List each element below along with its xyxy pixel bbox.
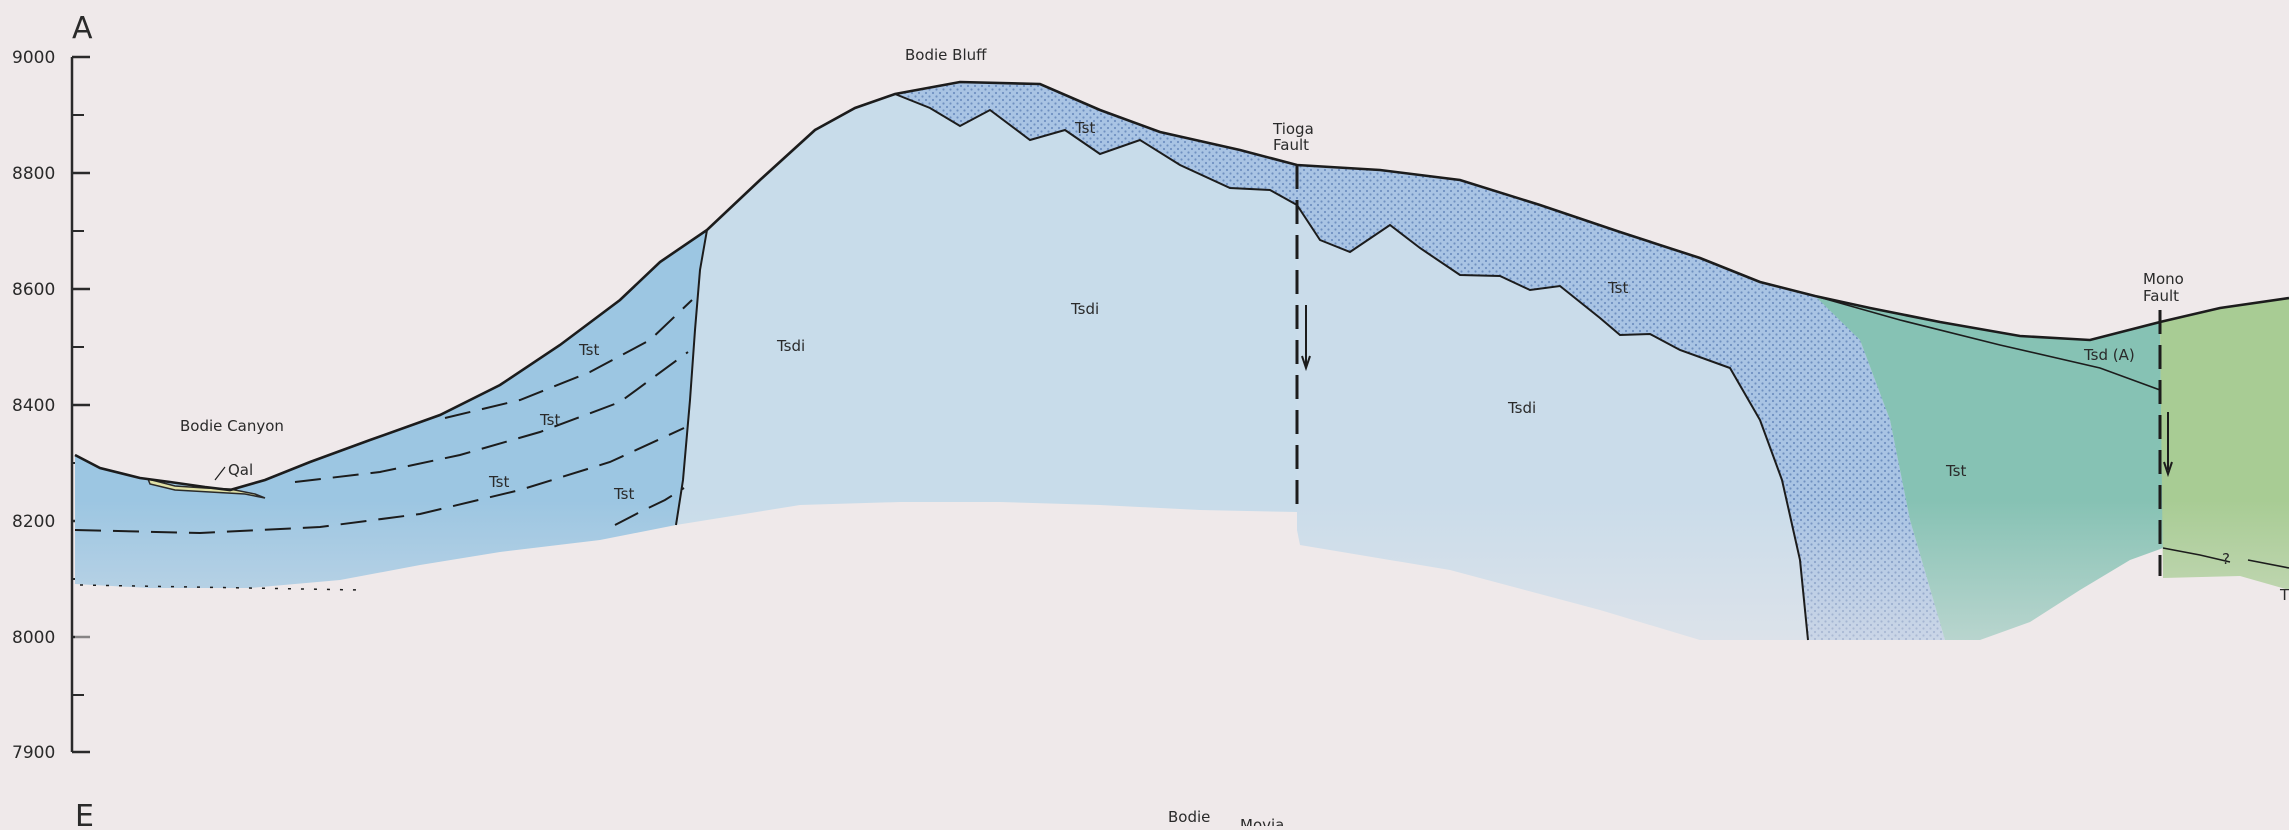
label-tsdi-east: Tsdi	[1507, 399, 1536, 417]
label-qal: Qal	[228, 461, 253, 479]
mono-fault-right-contact-2	[2247, 559, 2289, 569]
label-tsdi-west: Tsdi	[776, 337, 805, 355]
label-tst-1: Tst	[578, 341, 599, 359]
mono-fault-right-contact	[2162, 547, 2231, 563]
bedding-lines	[74, 299, 693, 535]
label-tsdi-center: Tsdi	[1070, 300, 1099, 318]
label-mono-2: Fault	[2143, 287, 2179, 305]
label-tst-3: Tst	[488, 473, 509, 491]
tick-label-8600: 8600	[12, 280, 55, 300]
tick-label-8800: 8800	[12, 164, 55, 184]
label-bodie-partial: Bodie	[1168, 808, 1210, 826]
unit-tst-west	[75, 230, 707, 588]
fade-overlay	[75, 500, 2289, 660]
bluff-base-contact	[894, 93, 1298, 206]
tick-label-9000: 9000	[12, 48, 55, 68]
tick-label-8200: 8200	[12, 512, 55, 532]
label-tst-2: Tst	[539, 411, 560, 429]
fault-arrows	[1301, 305, 2173, 478]
tsd-tst-contact	[1814, 295, 2161, 391]
label-tioga-2: Fault	[1273, 136, 1309, 154]
east-base-contact	[1296, 204, 1809, 641]
label-tsd-a: Tsd (A)	[2083, 346, 2135, 364]
contact-lines	[74, 80, 2289, 641]
tick-label-8000: 8000	[12, 628, 55, 648]
mono-fault-arrow	[2163, 412, 2173, 478]
intrusion-contact-west	[675, 229, 708, 526]
section-letter-next: E	[75, 799, 94, 826]
label-tst-east-slope: Tst	[1607, 279, 1628, 297]
label-edge-t: T	[2279, 586, 2289, 604]
label-tst-bluff: Tst	[1074, 119, 1095, 137]
unit-qal	[146, 477, 266, 499]
ground-surface	[74, 80, 2289, 492]
label-tst-4: Tst	[613, 485, 634, 503]
label-bodie-canyon: Bodie Canyon	[180, 417, 284, 435]
label-mono-1: Mono	[2143, 270, 2184, 288]
tick-label-7900: 7900	[12, 743, 55, 763]
label-bodie-bluff: Bodie Bluff	[905, 46, 987, 64]
unit-tsdi-center	[676, 94, 1297, 525]
label-mono-partial: Movia	[1240, 816, 1284, 826]
fault-lines	[1295, 165, 2162, 576]
label-tioga-1: Tioga	[1272, 120, 1314, 138]
tick-label-8400: 8400	[12, 396, 55, 416]
section-letter-start: A	[72, 11, 93, 46]
tioga-fault-arrow	[1301, 305, 1311, 372]
label-tst-green: Tst	[1945, 462, 1966, 480]
qal-leader	[214, 466, 226, 481]
label-fault-query: ?	[2222, 550, 2230, 568]
